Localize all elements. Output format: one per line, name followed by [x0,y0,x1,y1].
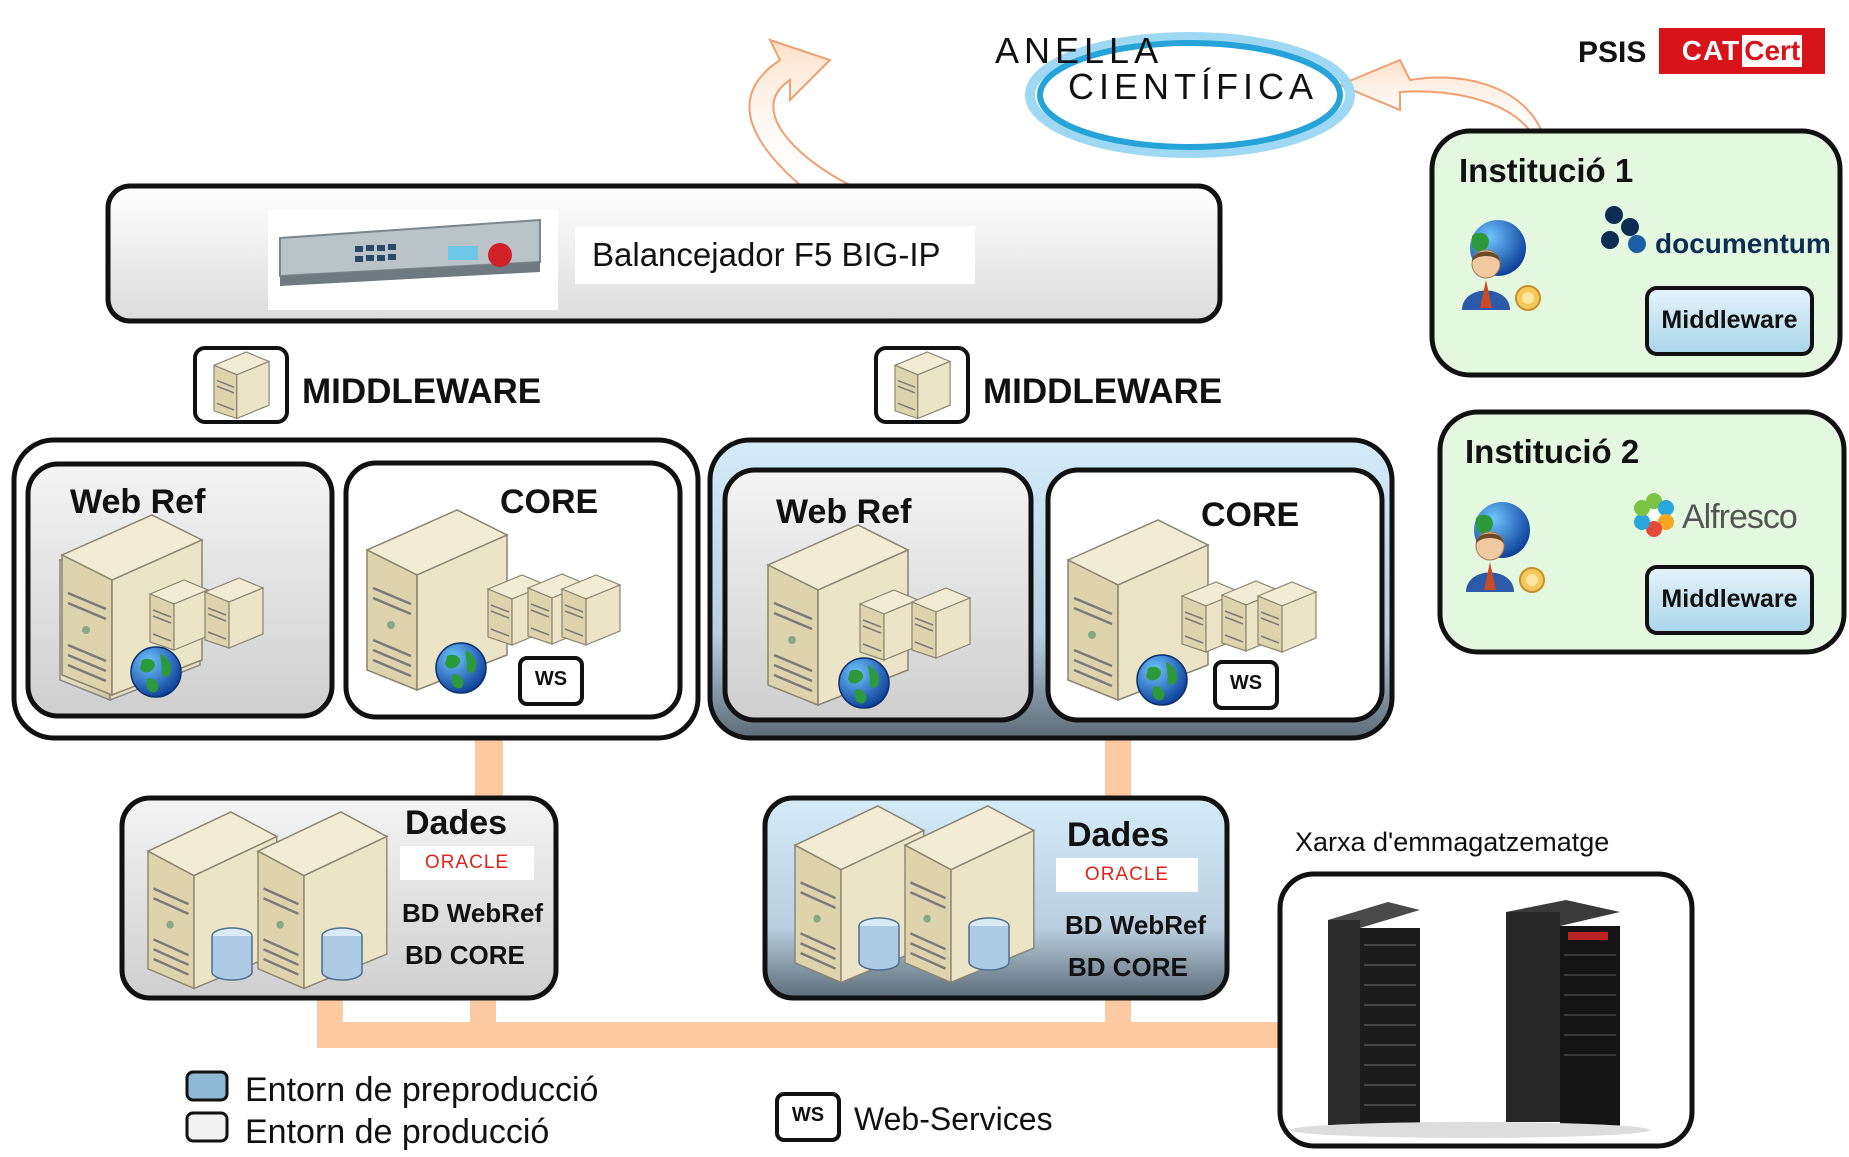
preproduction-oracle-logo: ORACLE [1056,858,1198,892]
preproduction-core-servers [1066,518,1317,706]
institution-2-middleware-label[interactable]: Middleware [1661,585,1798,613]
f5-appliance-image [268,210,558,310]
ws-badge-preproduction [1213,660,1279,710]
institution-1-middleware-box [1645,286,1814,356]
preproduction-core-title: CORE [1201,496,1300,534]
legend-ws-badge-label: WS [791,1104,825,1126]
production-data-servers [146,810,389,990]
institution-2-title: Institució 2 [1465,433,1640,470]
institution-1-middleware-label[interactable]: Middleware [1661,306,1798,334]
production-data-line1: BD WebRef [402,898,544,928]
preproduction-data-line2: BD CORE [1068,952,1188,982]
production-ws-badge-label: WS [534,668,568,690]
documentum-logo-icon [1601,206,1646,253]
preproduction-webref-title: Web Ref [776,493,912,531]
production-core-servers [365,508,621,694]
legend-ws-label: Web-Services [854,1101,1053,1137]
legend-preproduction-swatch [185,1070,229,1102]
institution-2-product: Alfresco [1682,498,1798,536]
institution-1-user-icon [1461,219,1541,311]
anella-cientifica-logo-ring [1025,32,1355,158]
production-data-line2: BD CORE [405,940,525,970]
preproduction-data-servers [793,804,1036,984]
production-oracle-logo: ORACLE [400,846,534,880]
ws-badge-production [518,656,584,706]
production-core-title: CORE [500,483,599,521]
psis-label: PSIS [1578,36,1647,69]
preproduction-oracle-text: ORACLE [1084,864,1170,885]
preproduction-data-title: Dades [1067,816,1170,854]
catcert-logo-part1: CAT [1681,35,1741,66]
curved-arrow-left [748,38,851,186]
middleware-label-left: MIDDLEWARE [302,372,542,411]
institution-1-product: documentum [1655,228,1831,259]
production-oracle-text: ORACLE [424,852,510,873]
institution-1-title: Institució 1 [1459,152,1634,189]
middleware-label-right: MIDDLEWARE [983,372,1223,411]
alfresco-logo-icon [1634,493,1674,537]
storage-racks-image [1290,900,1650,1138]
legend-production-label: Entorn de producció [245,1113,550,1151]
storage-label: Xarxa d'emmagatzematge [1295,827,1610,857]
institution-2-user-icon [1465,501,1545,593]
catcert-logo: CAT Cert [1659,28,1825,74]
anella-logo-line1: ANELLA [995,30,1164,71]
production-webref-title: Web Ref [70,483,206,521]
legend-production-swatch [185,1111,229,1143]
preproduction-webref-servers [766,523,971,709]
anella-logo-line2: CIENTÍFICA [1068,66,1319,107]
balancer-label: Balancejador F5 BIG-IP [592,236,941,273]
preproduction-ws-badge-label: WS [1229,672,1263,694]
production-webref-servers [60,513,264,698]
legend-preproduction-label: Entorn de preproducció [245,1071,599,1109]
production-data-title: Dades [405,804,508,842]
legend-ws-badge [775,1092,841,1142]
institution-2-middleware-box [1645,565,1814,635]
preproduction-data-line1: BD WebRef [1065,910,1207,940]
catcert-logo-part2: Cert [1742,35,1803,67]
connector-lines [317,738,1283,1048]
